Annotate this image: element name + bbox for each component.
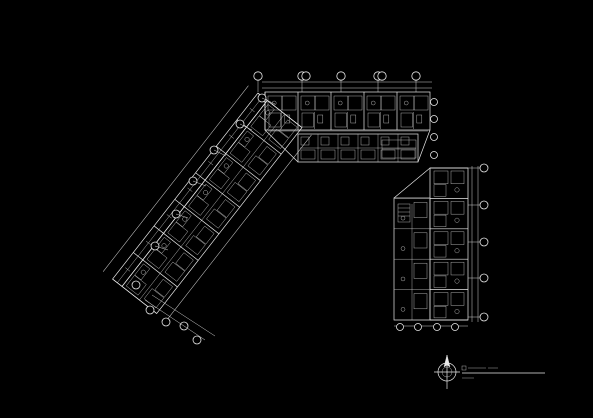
grid-bubble: [253, 71, 263, 81]
grid-bubble: [131, 280, 141, 290]
right-wing-outer-wall: [429, 167, 469, 321]
grid-bubble: [479, 163, 489, 173]
grid-bubble: [161, 317, 171, 327]
grid-bubble: [336, 71, 346, 81]
grid-bubble: [479, 312, 489, 322]
right-wing: [393, 163, 489, 331]
grid-bubble: [479, 237, 489, 247]
top-wing: [253, 71, 438, 163]
drawing-title-block: [461, 365, 545, 379]
grid-bubble: [192, 335, 202, 345]
diagonal-wing-grid-bubbles: [131, 93, 276, 345]
compass-rose-icon: [434, 354, 460, 389]
grid-bubble: [145, 305, 155, 315]
grid-bubble: [411, 71, 421, 81]
grid-bubble: [479, 273, 489, 283]
grid-bubble: [479, 200, 489, 210]
